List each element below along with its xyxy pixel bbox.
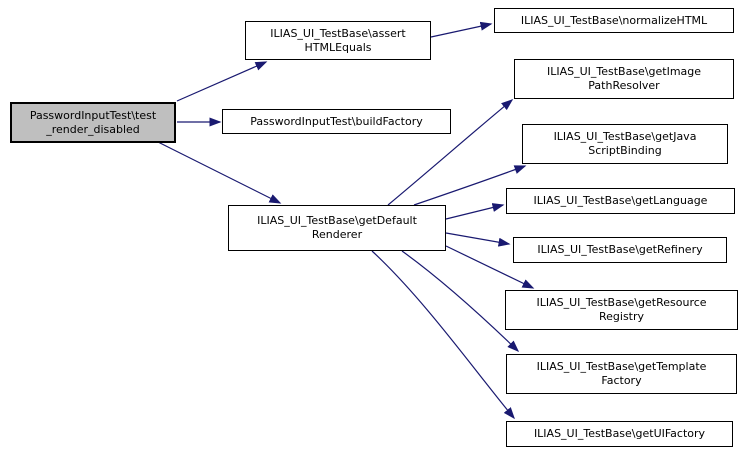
node-label-line: ILIAS_UI_TestBase\getLanguage: [533, 194, 708, 207]
edge-get-default-renderer-to-get-java-script-binding: [413, 165, 527, 206]
edge-get-default-renderer-to-get-ui-factory: [371, 250, 515, 420]
node-label-line: ILIAS_UI_TestBase\getResource: [536, 296, 707, 309]
node-get-java-script-binding[interactable]: ILIAS_UI_TestBase\getJava ScriptBinding: [522, 124, 728, 164]
edge-get-default-renderer-to-get-template-factory: [401, 250, 520, 353]
node-get-language[interactable]: ILIAS_UI_TestBase\getLanguage: [506, 188, 735, 214]
node-get-template-factory[interactable]: ILIAS_UI_TestBase\getTemplate Factory: [506, 354, 737, 394]
node-assert-html-equals[interactable]: ILIAS_UI_TestBase\assert HTMLEquals: [245, 21, 431, 60]
edge-test-render-disabled-to-get-default-renderer: [157, 141, 282, 204]
edge-get-default-renderer-to-get-refinery: [445, 232, 511, 247]
edge-assert-html-equals-to-normalize-html: [430, 21, 493, 38]
node-label-line: ILIAS_UI_TestBase\getTemplate: [536, 360, 707, 373]
edge-get-default-renderer-to-get-resource-registry: [445, 245, 535, 289]
edge-test-render-disabled-to-assert-html-equals: [176, 61, 268, 102]
node-test-render-disabled[interactable]: PasswordInputTest\test _render_disabled: [10, 102, 176, 143]
edge-get-default-renderer-to-get-language: [445, 203, 505, 220]
node-label-line: ILIAS_UI_TestBase\getImage: [546, 65, 702, 78]
node-label-line: ILIAS_UI_TestBase\assert: [270, 26, 406, 40]
node-label-line: ILIAS_UI_TestBase\normalizeHTML: [520, 13, 708, 27]
node-get-ui-factory[interactable]: ILIAS_UI_TestBase\getUIFactory: [506, 421, 733, 447]
node-label-line: Factory: [601, 374, 642, 387]
node-label-line: ILIAS_UI_TestBase\getRefinery: [537, 243, 703, 256]
node-label-line: _render_disabled: [46, 122, 140, 136]
node-label-line: Registry: [598, 310, 645, 323]
node-get-default-renderer[interactable]: ILIAS_UI_TestBase\getDefault Renderer: [228, 205, 446, 251]
node-label-line: PasswordInputTest\buildFactory: [250, 114, 423, 128]
node-label-line: PasswordInputTest\test: [29, 108, 157, 122]
node-label-line: PathResolver: [588, 79, 660, 92]
node-normalize-html[interactable]: ILIAS_UI_TestBase\normalizeHTML: [494, 8, 734, 33]
edge-get-default-renderer-to-get-image-path-resolver: [387, 99, 514, 206]
node-get-refinery[interactable]: ILIAS_UI_TestBase\getRefinery: [513, 237, 727, 263]
node-get-resource-registry[interactable]: ILIAS_UI_TestBase\getResource Registry: [505, 290, 738, 330]
node-label-line: ScriptBinding: [588, 144, 662, 157]
node-get-image-path-resolver[interactable]: ILIAS_UI_TestBase\getImage PathResolver: [514, 59, 734, 99]
node-label-line: ILIAS_UI_TestBase\getJava: [553, 130, 697, 143]
node-build-factory[interactable]: PasswordInputTest\buildFactory: [222, 109, 451, 134]
node-label-line: ILIAS_UI_TestBase\getDefault: [257, 214, 417, 227]
node-label-line: HTMLEquals: [304, 40, 372, 54]
node-label-line: ILIAS_UI_TestBase\getUIFactory: [533, 427, 706, 440]
node-label-line: Renderer: [311, 228, 363, 241]
